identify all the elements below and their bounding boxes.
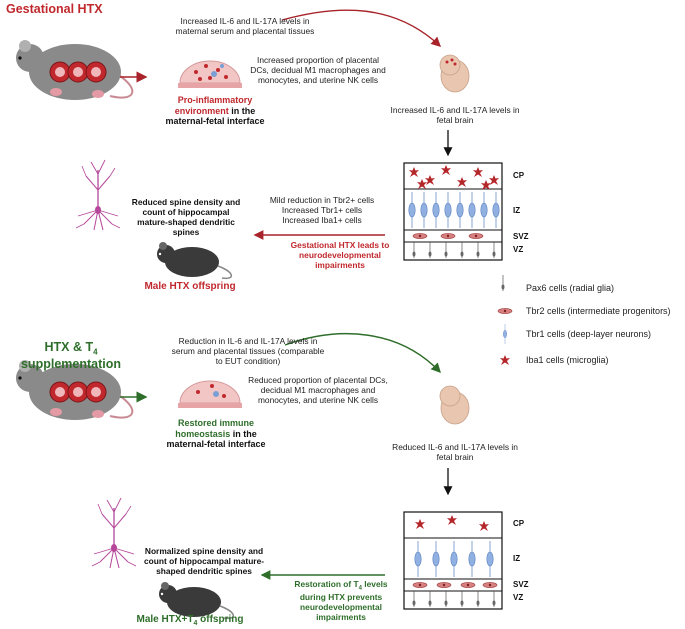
- bottom-interface-colored: Restored immune homeostasis: [175, 418, 255, 439]
- legend-microglia-icon: [500, 355, 510, 365]
- legend-deep-layer-neuron-label: Tbr1 cells (deep-layer neurons): [526, 329, 652, 339]
- legend-intermediate-progenitor-label: Tbr2 cells (intermediate progenitors): [526, 306, 671, 316]
- bottom-fetus-icon: [439, 385, 470, 425]
- top-layer-label-cp: CP: [513, 171, 525, 180]
- top-maternal-mouse: [16, 40, 134, 100]
- top-placenta-icon: [178, 60, 242, 88]
- top-spine-effect-text: Reduced spine density and count of hippo…: [131, 197, 241, 237]
- bottom-cortex-panel: [403, 511, 503, 610]
- bottom-offspring-pre: Male HTX+T: [136, 614, 194, 625]
- bottom-layer-label-svz: SVZ: [513, 580, 529, 589]
- top-interface-suffix: in the maternal-fetal interface: [165, 105, 265, 127]
- bottom-curved-arrow: [284, 332, 441, 374]
- top-curved-arrow: [281, 9, 442, 47]
- top-layer-label-vz: VZ: [513, 245, 524, 254]
- top-maternal-effect-text: Increased IL-6 and IL-17A levels in mate…: [175, 16, 315, 36]
- bottom-layer-label-cp: CP: [513, 519, 525, 528]
- bottom-maternal-mouse: [16, 360, 134, 420]
- top-cortex-effect-text: Mild reduction in Tbr2+ cells Increased …: [269, 195, 375, 225]
- bottom-arrow-label-post: levels during HTX prevents neurodevelopm…: [299, 579, 388, 622]
- bottom-title-main: HTX & T: [44, 340, 94, 354]
- bottom-maternal-effect-text: Reduction in IL-6 and IL-17A levels in s…: [171, 336, 325, 366]
- top-offspring-mouse: [157, 242, 232, 280]
- top-placenta-effect-text: Increased proportion of placental DCs, d…: [250, 55, 386, 85]
- top-section-title: Gestational HTX: [6, 2, 103, 16]
- bottom-layer-label-iz: IZ: [513, 554, 521, 563]
- top-layer-label-svz: SVZ: [513, 232, 529, 241]
- legend-radial-glia-label: Pax6 cells (radial glia): [526, 283, 615, 293]
- legend-microglia-label: Iba1 cells (microglia): [526, 355, 609, 365]
- top-hippocampal-neuron-icon: [75, 159, 121, 231]
- bottom-interface-text: Restored immune homeostasis in the mater…: [158, 418, 274, 450]
- top-interface-colored: Pro-inflammatory environment: [174, 95, 253, 116]
- bottom-spine-effect-text: Normalized spine density and count of hi…: [143, 546, 265, 576]
- top-layer-label-iz: IZ: [513, 206, 521, 215]
- bottom-title-sub: 4: [93, 347, 98, 357]
- bottom-hippocampal-neuron-icon: [91, 497, 137, 569]
- top-arrow-label: Gestational HTX leads to neurodevelopmen…: [290, 240, 390, 270]
- bottom-placenta-effect-text: Reduced proportion of placental DCs, dec…: [248, 375, 388, 405]
- bottom-placenta-icon: [178, 380, 242, 408]
- bottom-fetal-effect-text: Reduced IL-6 and IL-17A levels in fetal …: [392, 442, 518, 462]
- bottom-section-title: HTX & T4 supplementation: [16, 340, 126, 372]
- top-fetus-icon: [439, 54, 470, 93]
- bottom-offspring-mouse: [159, 582, 234, 620]
- bottom-offspring-label: Male HTX+T4 offspring: [120, 614, 260, 628]
- top-interface-text: Pro-inflammatory environment in the mate…: [160, 95, 270, 127]
- legend-intermediate-progenitor-icon: [497, 307, 513, 315]
- bottom-title-line2: supplementation: [20, 356, 121, 371]
- bottom-arrow-label-sub: 4: [358, 585, 362, 592]
- legend-radial-glia-icon: [501, 274, 505, 292]
- bottom-interface-suffix: in the maternal-fetal interface: [166, 428, 266, 450]
- bottom-arrow-label: Restoration of T4 levels during HTX prev…: [288, 579, 394, 622]
- top-cortex-panel: [403, 162, 503, 261]
- legend-deep-layer-neuron-icon: [503, 323, 507, 345]
- top-offspring-label: Male HTX offspring: [144, 281, 236, 292]
- bottom-layer-label-vz: VZ: [513, 593, 524, 602]
- bottom-offspring-post: offspring: [197, 614, 244, 625]
- bottom-offspring-sub: 4: [193, 620, 198, 627]
- top-fetal-effect-text: Increased IL-6 and IL-17A levels in feta…: [390, 105, 520, 125]
- bottom-arrow-label-pre: Restoration of T: [294, 579, 359, 589]
